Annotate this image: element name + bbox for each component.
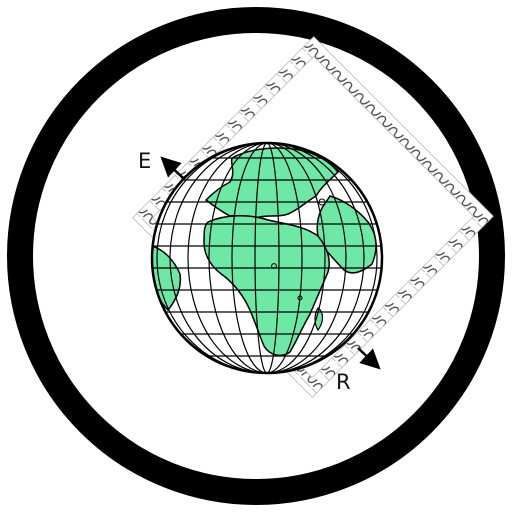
label-e: E (138, 149, 151, 173)
label-r: R (336, 370, 351, 394)
